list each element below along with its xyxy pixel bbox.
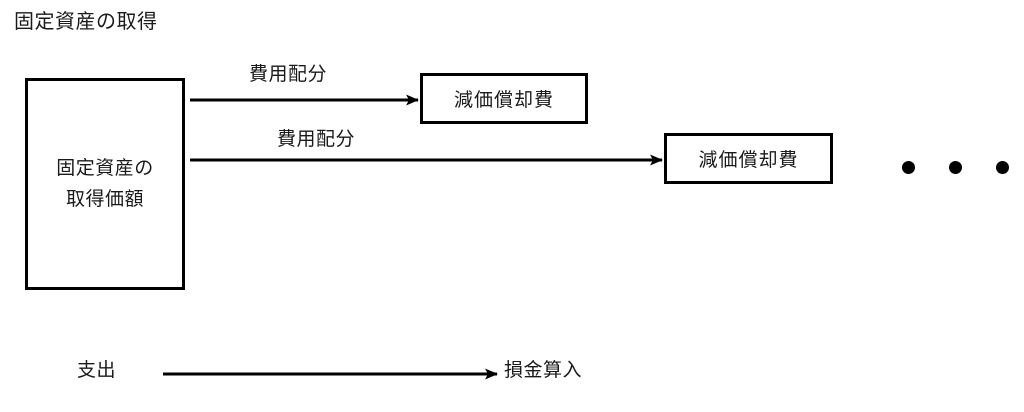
depreciation-expense-box-2: 減価償却費 xyxy=(664,133,833,184)
flow-label-cost-allocation-1: 費用配分 xyxy=(249,64,328,85)
flow-label-cost-allocation-2: 費用配分 xyxy=(277,129,356,150)
diagram-title: 固定資産の取得 xyxy=(14,11,158,33)
ellipsis-dot-icon xyxy=(902,161,915,174)
depreciation-expense-box-1: 減価償却費 xyxy=(420,73,588,124)
ellipsis-dot-icon xyxy=(996,161,1009,174)
fixed-asset-cost-line-1: 固定資産の xyxy=(56,158,154,179)
fixed-asset-cost-box: 固定資産の 取得価額 xyxy=(25,78,185,290)
fixed-asset-cost-line-2: 取得価額 xyxy=(65,189,144,210)
deductible-expense-label: 損金算入 xyxy=(504,360,583,381)
expenditure-label: 支出 xyxy=(77,360,117,381)
ellipsis-dot-icon xyxy=(949,161,962,174)
